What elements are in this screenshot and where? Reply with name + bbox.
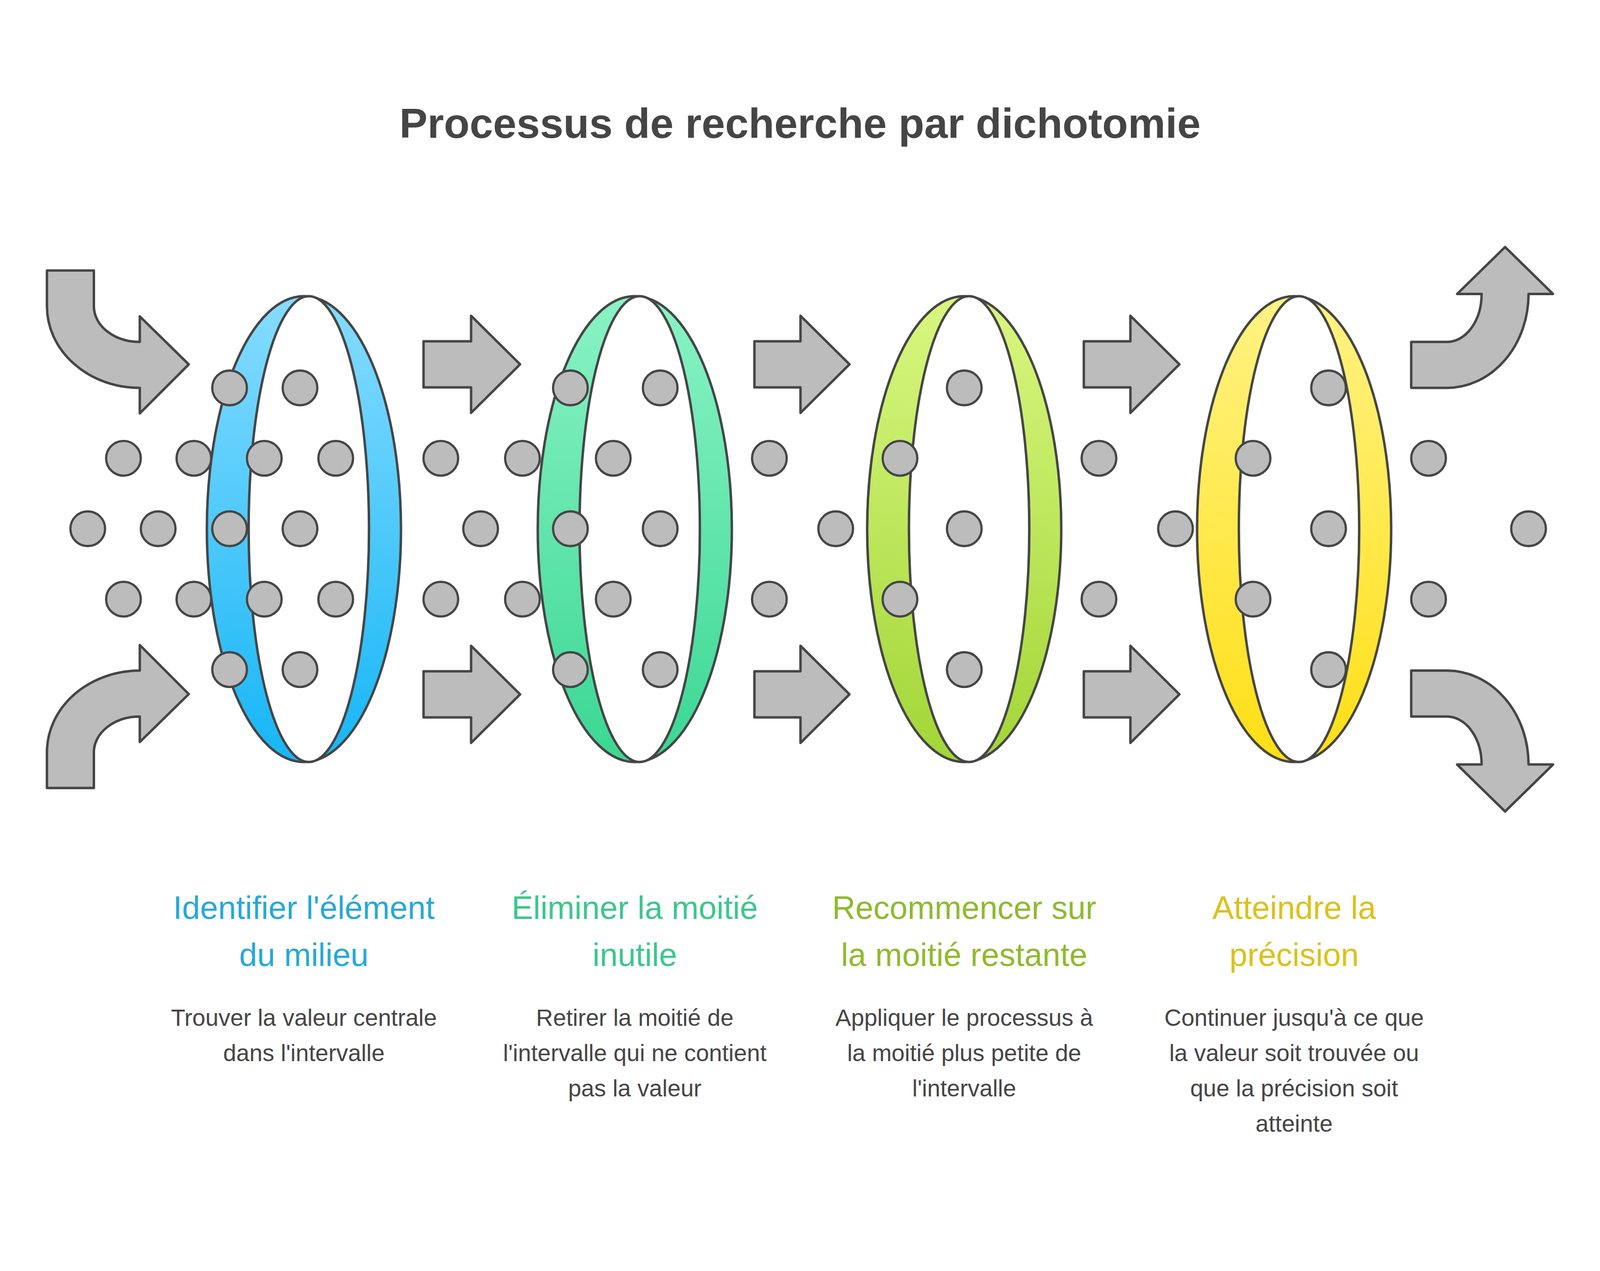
- step-heading: Atteindre la précision: [1156, 883, 1432, 978]
- data-dot: [1511, 511, 1547, 547]
- ring-outer: [1197, 296, 1392, 762]
- ring-step: Identifier l'élément du milieuTrouver la…: [204, 294, 403, 764]
- ring-shape: [535, 294, 734, 764]
- data-dot: [105, 440, 141, 476]
- exit-arrow: [1411, 247, 1553, 388]
- data-dot: [176, 581, 212, 617]
- data-dot: [1411, 440, 1447, 476]
- block-arrow: [423, 645, 521, 743]
- ring-shape: [865, 294, 1064, 764]
- step-heading: Identifier l'élément du milieu: [166, 883, 442, 978]
- data-dot: [504, 440, 540, 476]
- ring-outer: [206, 296, 401, 762]
- data-dot: [140, 511, 176, 547]
- step-description: Retirer la moitié de l'intervalle qui ne…: [497, 1000, 773, 1106]
- ring-inner: [908, 296, 1030, 762]
- data-dot: [423, 440, 459, 476]
- ring-shape: [204, 294, 403, 764]
- data-dot: [70, 511, 106, 547]
- data-dot: [504, 581, 540, 617]
- data-dot: [818, 511, 853, 547]
- block-arrow: [1083, 315, 1180, 413]
- ring-inner: [1238, 296, 1360, 762]
- ring-shape: [1195, 294, 1394, 764]
- data-dot: [1411, 581, 1447, 617]
- ring-step: Éliminer la moitié inutileRetirer la moi…: [535, 294, 734, 764]
- exit-arrow: [1411, 670, 1553, 812]
- step-heading: Éliminer la moitié inutile: [497, 883, 773, 978]
- flow-arrows: [47, 247, 1553, 812]
- data-dot: [463, 511, 499, 547]
- data-dot: [1081, 440, 1117, 476]
- ring-outer: [867, 296, 1062, 762]
- ring-inner: [248, 296, 370, 762]
- ring-inner: [579, 296, 700, 762]
- block-arrow: [754, 315, 850, 413]
- step-heading: Recommencer sur la moitié restante: [826, 883, 1102, 978]
- data-dot: [105, 581, 141, 617]
- data-dot: [176, 440, 212, 476]
- diagram-title: Processus de recherche par dichotomie: [0, 96, 1600, 150]
- data-dot: [1158, 511, 1194, 547]
- block-arrow: [1083, 645, 1180, 743]
- entry-arrow: [47, 645, 189, 788]
- entry-arrow: [47, 270, 189, 414]
- ring-step: Recommencer sur la moitié restanteAppliq…: [865, 294, 1064, 764]
- data-dot: [423, 581, 459, 617]
- block-arrow: [423, 315, 521, 413]
- data-dot: [1081, 581, 1117, 617]
- step-description: Appliquer le processus à la moitié plus …: [826, 1000, 1102, 1106]
- ring-outer: [537, 296, 732, 762]
- ring-step: Atteindre la précisionContinuer jusqu'à …: [1195, 294, 1394, 764]
- block-arrow: [754, 645, 850, 743]
- data-dot: [751, 440, 787, 476]
- data-dot: [751, 581, 787, 617]
- step-description: Continuer jusqu'à ce que la valeur soit …: [1156, 1000, 1432, 1142]
- step-description: Trouver la valeur centrale dans l'interv…: [166, 1000, 442, 1071]
